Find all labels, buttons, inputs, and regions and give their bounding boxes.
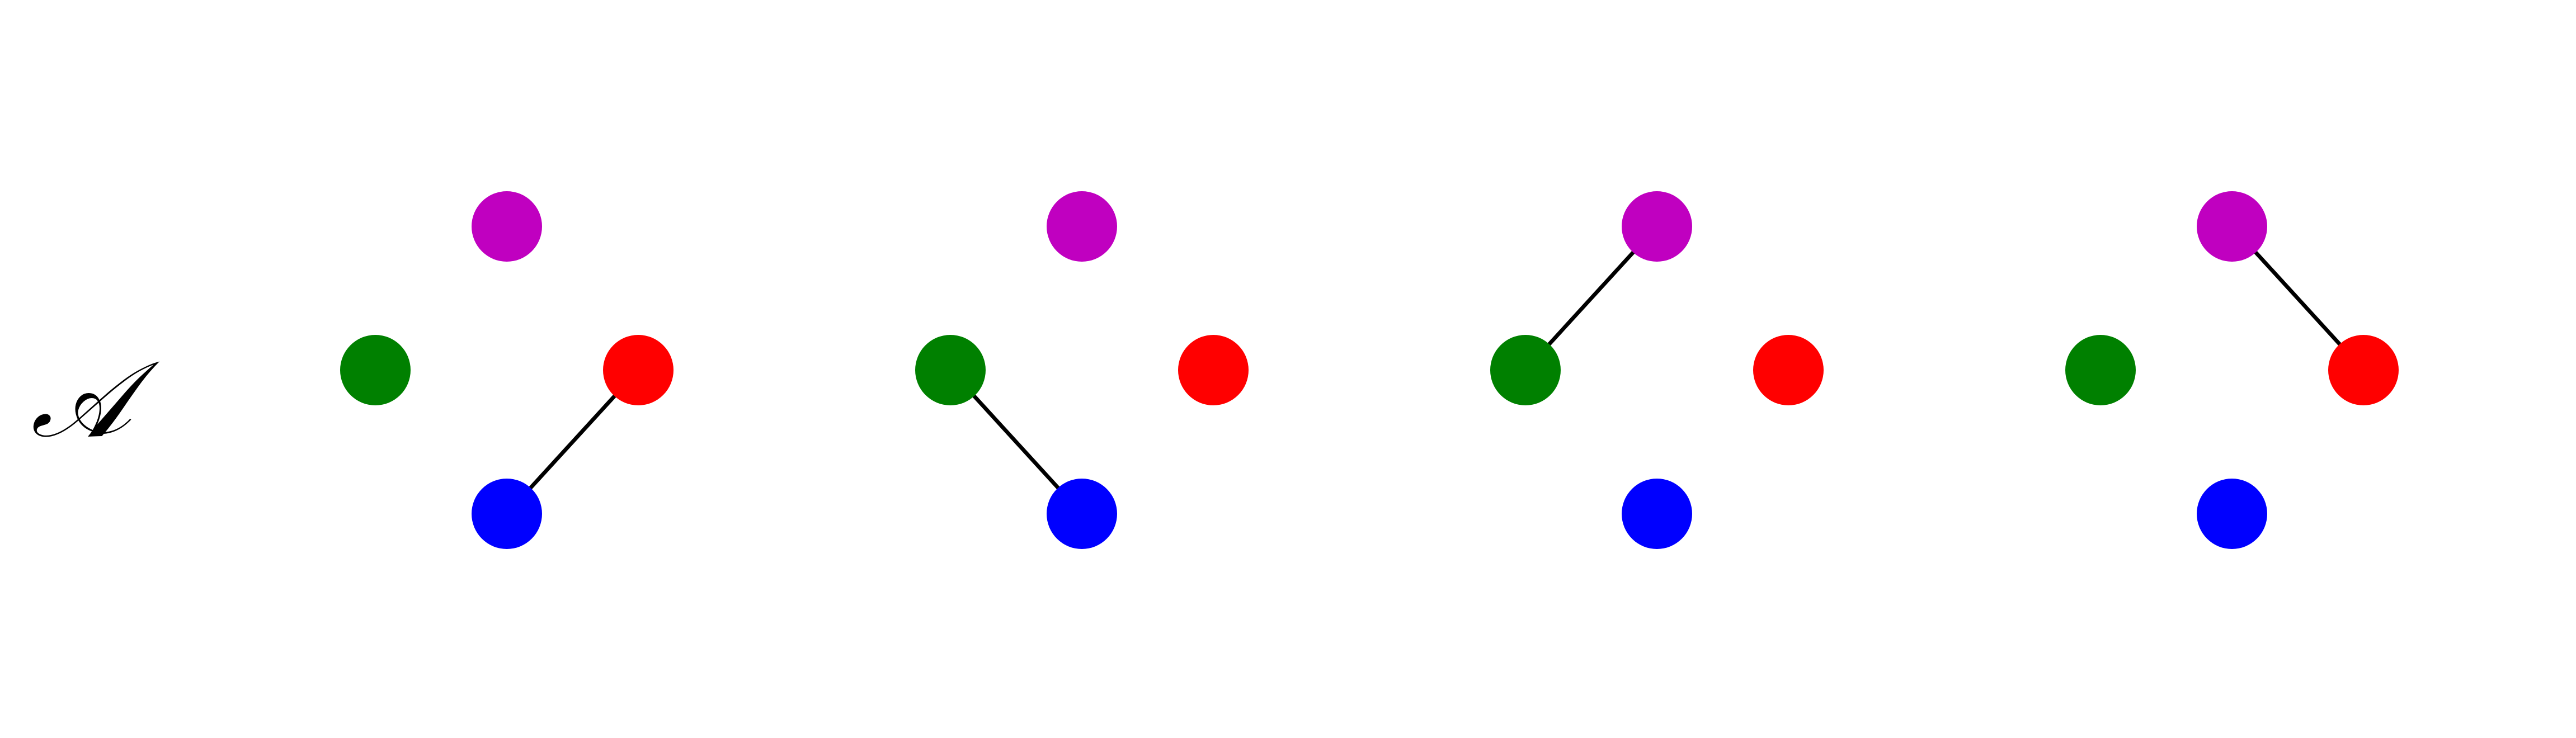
node-right	[603, 335, 674, 405]
node-top	[2197, 191, 2267, 262]
graph-4	[2065, 191, 2399, 549]
node-left	[915, 335, 986, 405]
graph-3	[1490, 191, 1824, 549]
node-bottom	[1047, 479, 1117, 549]
node-top	[1622, 191, 1692, 262]
node-bottom	[1622, 479, 1692, 549]
node-left	[2065, 335, 2136, 405]
node-right	[1178, 335, 1249, 405]
set-label: 𝒜	[31, 338, 160, 461]
node-left	[1490, 335, 1561, 405]
node-bottom	[2197, 479, 2267, 549]
graph-1	[340, 191, 674, 549]
node-right	[1753, 335, 1824, 405]
graphs-layer	[340, 191, 2399, 549]
node-right	[2328, 335, 2399, 405]
graph-2	[915, 191, 1249, 549]
node-top	[472, 191, 542, 262]
node-bottom	[472, 479, 542, 549]
node-top	[1047, 191, 1117, 262]
node-left	[340, 335, 411, 405]
